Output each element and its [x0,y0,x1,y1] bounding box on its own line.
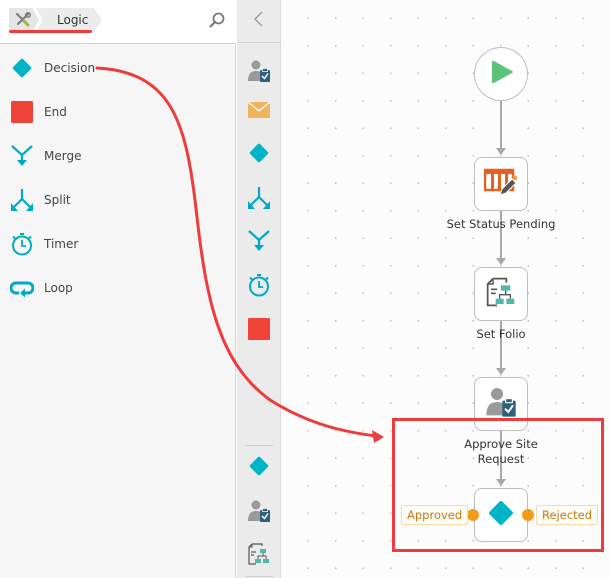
toolbox-item-label: Loop [44,281,73,295]
toolbar-item-decision[interactable] [247,143,271,167]
outcome-label-rejected[interactable]: Rejected [536,505,599,525]
connector-arrowhead [496,148,506,155]
split-icon [247,186,271,214]
toolbar-pinned-set-folio[interactable] [247,542,271,570]
breadcrumb-label: Logic [57,13,89,27]
toolbox-item-label: Decision [44,61,96,75]
node-label: Set Status Pending [446,217,556,231]
toolbox-item-decision[interactable]: Decision [0,46,236,90]
user-task-icon [247,499,271,527]
toolbar-item-user-task[interactable] [247,59,271,87]
search-icon [208,12,226,33]
set-status-icon [483,167,518,201]
stop-square-icon [10,100,34,124]
node-set-status-pending[interactable] [474,157,528,211]
toolbar-pinned-user-task[interactable] [247,499,271,527]
diamond-icon [247,454,271,482]
merge-icon [247,229,271,257]
connector-line [500,431,502,482]
node-approve-site-request[interactable] [474,377,528,431]
stop-square-icon [247,317,271,345]
annotation-underline [9,30,92,33]
connector-arrowhead [496,258,506,265]
search-button[interactable] [208,11,226,29]
connector-arrowhead [496,479,506,486]
diamond-icon [485,497,517,533]
toolbar-item-end[interactable] [247,317,271,345]
toolbox-item-merge[interactable]: Merge [0,134,236,178]
breadcrumb-tools[interactable] [9,8,39,32]
workflow-canvas[interactable] [282,0,610,578]
toolbar-item-email[interactable] [247,100,271,124]
toolbox-item-split[interactable]: Split [0,178,236,222]
chevron-left-icon [252,10,266,32]
connector-arrowhead [496,368,506,375]
node-set-folio[interactable] [474,267,528,321]
outcome-connector-approved[interactable] [467,509,479,521]
toolbox-item-label: Merge [44,149,82,163]
toolbar-divider [245,445,273,446]
node-label-line: Approve Site [464,437,538,451]
set-folio-icon [485,276,517,312]
toolbox-item-label: Split [44,193,71,207]
collapse-panel-button[interactable] [237,0,281,43]
diamond-icon [10,56,34,80]
toolbox-item-label: Timer [44,237,79,251]
user-task-icon [247,59,271,87]
toolbox-header: Logic [0,0,236,44]
toolbar-pinned-decision[interactable] [247,456,271,480]
set-folio-icon [247,542,271,570]
quick-toolbar [237,0,281,578]
toolbar-divider [245,576,273,577]
wrench-screwdriver-icon [14,11,32,29]
split-icon [10,188,34,212]
breadcrumb-logic[interactable]: Logic [36,8,102,32]
toolbar-item-split[interactable] [247,186,271,214]
stopwatch-icon [10,232,34,256]
merge-icon [10,144,34,168]
email-icon [247,98,271,126]
toolbar-item-timer[interactable] [247,273,271,301]
user-task-icon [485,386,517,422]
toolbox-panel: Logic Decision End [0,0,236,578]
toolbar-item-merge[interactable] [247,229,271,257]
node-label: Approve Site Request [421,437,581,467]
connector-line [500,211,502,261]
stopwatch-icon [247,273,271,301]
connector-line [500,101,502,151]
toolbox-item-end[interactable]: End [0,90,236,134]
start-node[interactable] [474,47,528,101]
loop-icon [10,276,34,300]
outcome-label-approved[interactable]: Approved [401,505,469,525]
connector-line [500,321,502,371]
outcome-connector-rejected[interactable] [522,509,534,521]
play-icon [486,57,516,91]
diamond-icon [247,141,271,169]
toolbox-item-timer[interactable]: Timer [0,222,236,266]
node-label-line: Request [477,452,525,466]
toolbox-item-loop[interactable]: Loop [0,266,236,310]
toolbox-item-label: End [44,105,67,119]
node-label: Set Folio [476,327,526,341]
node-decision[interactable] [474,488,528,542]
